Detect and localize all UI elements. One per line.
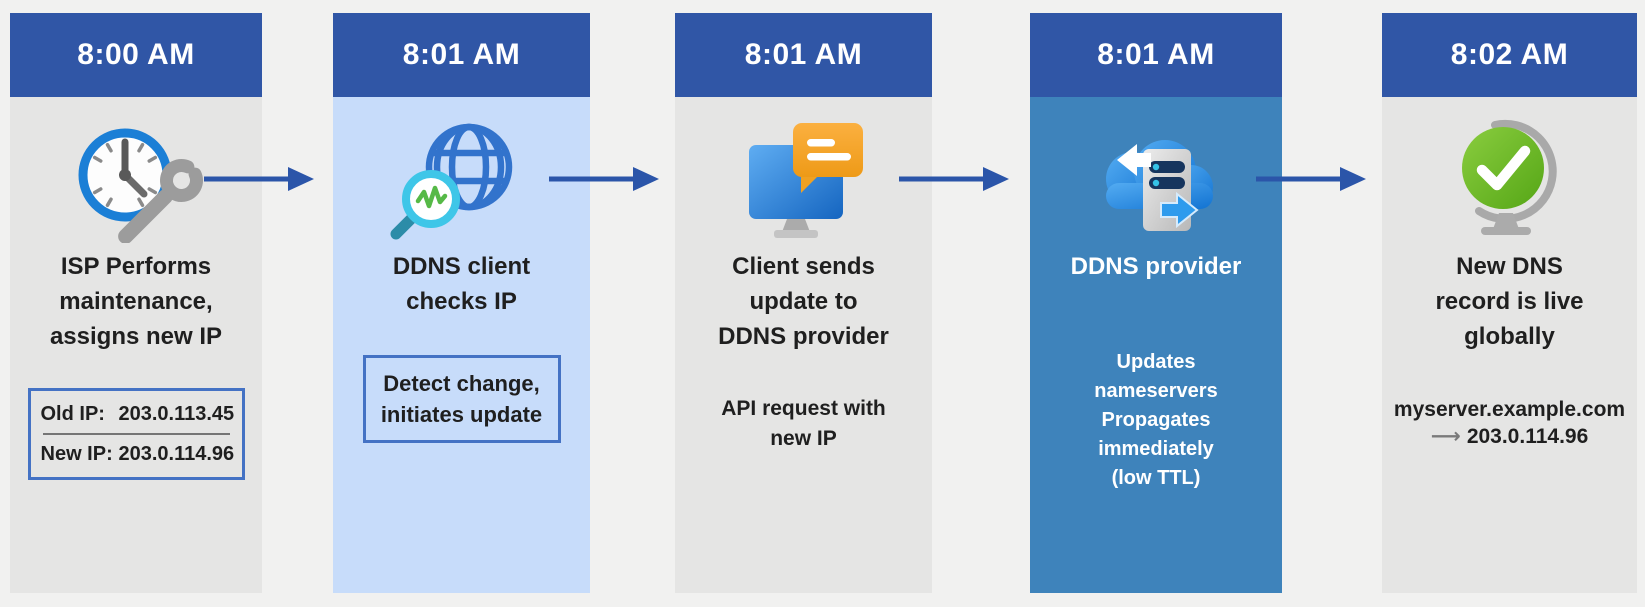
flow-arrow-icon — [1256, 167, 1366, 191]
globe-magnifier-icon — [387, 113, 537, 243]
old-ip-row: Old IP: 203.0.113.45 — [40, 398, 235, 430]
old-ip-label: Old IP: — [40, 403, 105, 425]
flow-arrow-icon — [204, 167, 314, 191]
time-label: 8:02 AM — [1450, 38, 1569, 71]
step-title: New DNS record is live globally — [1435, 253, 1584, 350]
clock-wrench-icon — [61, 113, 211, 244]
time-label: 8:00 AM — [77, 38, 195, 71]
new-ip-label: New IP: — [40, 443, 113, 465]
time-header: 8:01 AM — [675, 13, 932, 97]
api-request-note: API request with new IP — [721, 397, 886, 450]
step-panel-isp-maintenance: 8:00 AM — [10, 13, 262, 593]
new-ip-value: 203.0.114.96 — [118, 443, 235, 465]
step-title: DDNS client checks IP — [392, 253, 531, 315]
globe-check-icon — [1435, 113, 1585, 243]
time-header: 8:01 AM — [1030, 13, 1282, 97]
time-header: 8:01 AM — [333, 13, 590, 97]
step-panel-ddns-client: 8:01 AM DDNS client checks IP — [333, 13, 590, 593]
time-label: 8:01 AM — [744, 38, 863, 71]
time-header: 8:02 AM — [1382, 13, 1637, 97]
step-title: DDNS provider — [1070, 253, 1242, 280]
monitor-chat-icon — [729, 113, 879, 243]
dns-record: myserver.example.com ⟶203.0.114.96 — [1394, 396, 1625, 450]
maps-to-arrow-glyph: ⟶ — [1430, 425, 1461, 448]
old-ip-value: 203.0.113.45 — [118, 403, 235, 425]
step-body: Client sends update to DDNS provider API… — [675, 97, 932, 593]
step-panel-dns-live: 8:02 AM New DNS record is live glo — [1382, 13, 1637, 593]
new-ip-row: New IP: 203.0.114.96 — [40, 438, 235, 470]
time-label: 8:01 AM — [1097, 38, 1215, 71]
step-panel-client-update: 8:01 AM — [675, 13, 932, 593]
cloud-server-icon — [1081, 113, 1231, 243]
flow-arrow-icon — [549, 167, 659, 191]
detect-change-box: Detect change, initiates update — [362, 355, 561, 443]
step-title: ISP Performs maintenance, assigns new IP — [49, 253, 223, 350]
step-body: DDNS client checks IP Detect change, ini… — [333, 97, 590, 593]
step-title: Client sends update to DDNS provider — [718, 253, 889, 350]
step-body: DDNS provider Updates nameservers Propag… — [1030, 97, 1282, 593]
ip-change-box: Old IP: 203.0.113.45 New IP: 203.0.114.9… — [27, 388, 245, 480]
step-panel-ddns-provider: 8:01 AM — [1030, 13, 1282, 593]
step-body: New DNS record is live globally myserver… — [1382, 97, 1637, 593]
divider — [42, 433, 230, 435]
time-header: 8:00 AM — [10, 13, 262, 97]
flow-arrow-icon — [899, 167, 1009, 191]
time-label: 8:01 AM — [402, 38, 521, 71]
provider-note: Updates nameservers Propagates immediate… — [1094, 351, 1218, 489]
dns-domain: myserver.example.com — [1393, 398, 1626, 421]
dns-ip: 203.0.114.96 — [1466, 425, 1589, 448]
dns-resolution-line: ⟶203.0.114.96 — [1394, 423, 1625, 450]
